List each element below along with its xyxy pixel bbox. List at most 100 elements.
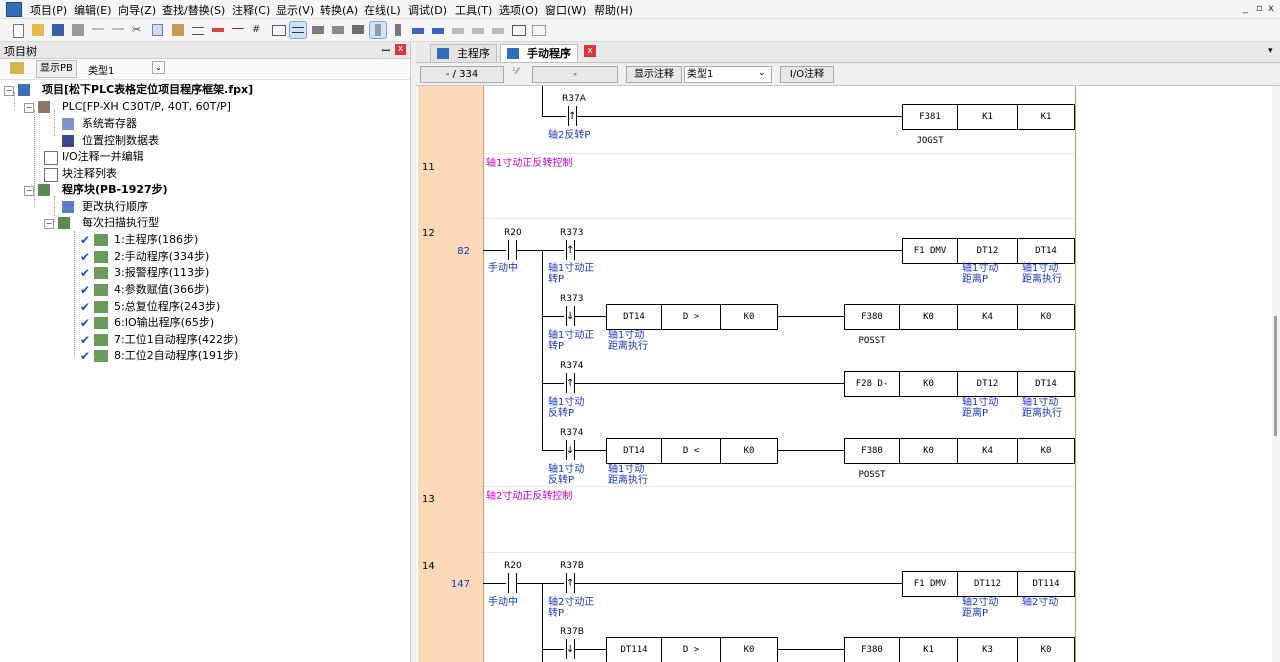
contact-r20[interactable]	[506, 573, 520, 593]
operand-box[interactable]: DT114	[1017, 571, 1075, 597]
operand-box[interactable]: DT112	[957, 571, 1018, 597]
menu-view[interactable]: 显示(V)	[276, 4, 315, 17]
operand-box[interactable]: K1	[899, 637, 958, 662]
fn-box[interactable]: F1 DMV	[902, 571, 958, 597]
compare-operator[interactable]: D >	[661, 304, 721, 330]
jump-icon[interactable]: ⅟⁄	[512, 67, 519, 77]
copy-icon[interactable]	[150, 22, 166, 38]
compare-operator[interactable]: D <	[661, 438, 721, 464]
menu-tools[interactable]: 工具(T)	[455, 4, 493, 17]
show-pb-button[interactable]: 显示PB	[36, 60, 77, 78]
menu-comment[interactable]: 注释(C)	[232, 4, 271, 17]
menu-help[interactable]: 帮助(H)	[594, 4, 633, 17]
print-icon[interactable]	[70, 22, 86, 38]
save-icon[interactable]	[50, 22, 66, 38]
properties-icon[interactable]	[10, 62, 24, 74]
operand-box[interactable]: DT12	[957, 238, 1018, 264]
ladder-view-icon[interactable]	[289, 21, 307, 39]
contact-r374-down[interactable]	[564, 440, 578, 460]
step-field[interactable]: -	[532, 66, 618, 83]
io-comment-button[interactable]: I/O注释	[780, 66, 834, 83]
monitor-icon[interactable]	[310, 22, 326, 38]
collapse-icon[interactable]: −	[24, 186, 34, 196]
operand-box[interactable]: K0	[1017, 304, 1075, 330]
close-tree-button[interactable]: x	[395, 44, 406, 55]
operand-box[interactable]: K0	[899, 304, 958, 330]
operand-box[interactable]: K1	[1017, 104, 1075, 130]
type-combobox[interactable]: 类型1	[684, 66, 772, 83]
monitor-window-icon[interactable]	[510, 22, 526, 38]
binoculars-icon[interactable]: #	[252, 24, 261, 35]
tab-list-icon[interactable]: ▾	[1268, 46, 1273, 56]
vertical-scrollbar[interactable]	[1272, 86, 1280, 662]
compile-icon[interactable]	[330, 22, 346, 38]
collapse-icon[interactable]: −	[44, 219, 54, 229]
stop-icon[interactable]	[450, 22, 466, 38]
fn-box[interactable]: F381 JOGST	[902, 104, 958, 146]
menu-online[interactable]: 在线(L)	[364, 4, 401, 17]
fn-box[interactable]: F380 POSST	[844, 304, 900, 346]
show-comment-button[interactable]: 显示注释	[626, 66, 682, 83]
contact-r37a[interactable]	[566, 106, 580, 126]
close-window-button[interactable]: x	[1268, 3, 1274, 14]
type-select[interactable]: 类型1	[88, 66, 115, 77]
insert-row-icon[interactable]	[190, 22, 206, 38]
operand-box[interactable]: K3	[957, 637, 1018, 662]
contact-r373-down[interactable]	[564, 306, 578, 326]
open-folder-icon[interactable]	[30, 22, 46, 38]
operand-box[interactable]: K0	[899, 438, 958, 464]
contact-r374[interactable]	[564, 373, 578, 393]
contact-r373[interactable]	[564, 240, 578, 260]
contact-r37b-down[interactable]	[564, 639, 578, 659]
delete-row-icon[interactable]	[210, 22, 226, 38]
scroll-thumb[interactable]	[1274, 316, 1277, 436]
fn-box[interactable]: F1 DMV	[902, 238, 958, 264]
close-tab-button[interactable]: x	[584, 45, 596, 57]
operand-box[interactable]: DT12	[957, 371, 1018, 397]
collapse-icon[interactable]: −	[4, 86, 14, 96]
fn-box[interactable]: F380 POSST	[844, 438, 900, 480]
new-file-icon[interactable]	[10, 22, 26, 38]
menu-debug[interactable]: 调试(D)	[408, 4, 448, 17]
combo-arrow-icon[interactable]: ⌄	[758, 68, 766, 78]
compare-operand[interactable]: DT114	[606, 637, 662, 662]
compare-operator[interactable]: D >	[661, 637, 721, 662]
operand-box[interactable]: K1	[957, 104, 1018, 130]
tab-main-program[interactable]: 主程序	[430, 44, 497, 62]
pin-icon[interactable]: ꟷ	[381, 46, 390, 57]
type-dropdown-icon[interactable]: ⌄	[152, 61, 165, 74]
menu-options[interactable]: 选项(O)	[499, 4, 539, 17]
paste-icon[interactable]	[170, 22, 186, 38]
online-edit-icon[interactable]	[369, 21, 387, 39]
operand-box[interactable]: DT14	[1017, 238, 1075, 264]
ladder-wire-icon[interactable]	[230, 22, 246, 38]
contact-r37b[interactable]	[564, 573, 578, 593]
operand-box[interactable]: K0	[1017, 637, 1075, 662]
compare-operand[interactable]: K0	[720, 304, 778, 330]
menu-convert[interactable]: 转换(A)	[320, 4, 359, 17]
run-icon[interactable]	[490, 22, 506, 38]
collapse-icon[interactable]: −	[24, 103, 34, 113]
cut-icon[interactable]: ✂	[132, 23, 142, 36]
menu-find-replace[interactable]: 查找/替换(S)	[162, 4, 226, 17]
download-icon[interactable]	[410, 22, 426, 38]
compare-operand[interactable]: DT14	[606, 304, 662, 330]
status-icon[interactable]	[530, 22, 546, 38]
tab-manual-program[interactable]: 手动程序	[500, 44, 578, 62]
table-icon[interactable]	[270, 22, 286, 38]
convert-icon[interactable]	[350, 22, 366, 38]
menu-edit[interactable]: 编辑(E)	[74, 4, 112, 17]
operand-box[interactable]: DT14	[1017, 371, 1075, 397]
undo-icon[interactable]	[90, 22, 106, 38]
upload-icon[interactable]	[430, 22, 446, 38]
menu-window[interactable]: 窗口(W)	[545, 4, 587, 17]
restore-button[interactable]: ▫	[1256, 3, 1263, 14]
contact-r20[interactable]	[506, 240, 520, 260]
minimize-button[interactable]: _	[1243, 3, 1248, 14]
compare-operand[interactable]: K0	[720, 438, 778, 464]
compare-operand[interactable]: DT14	[606, 438, 662, 464]
compare-operand[interactable]: K0	[720, 637, 778, 662]
plc-icon[interactable]	[390, 22, 406, 38]
menu-wizard[interactable]: 向导(Z)	[118, 4, 157, 17]
operand-box[interactable]: K4	[957, 304, 1018, 330]
